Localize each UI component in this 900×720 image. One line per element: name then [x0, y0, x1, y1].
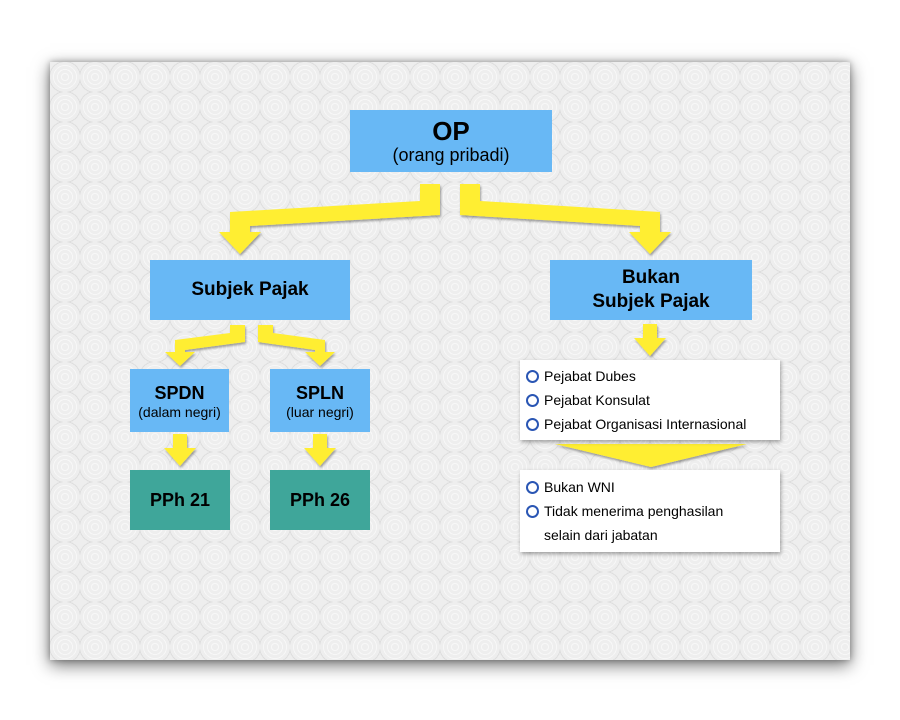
list-item-text: Pejabat Organisasi Internasional	[544, 416, 747, 432]
arrow-subjek-to-spln-icon	[258, 325, 335, 366]
spdn-title: SPDN	[154, 382, 205, 403]
list-item-text: Pejabat Konsulat	[544, 392, 650, 408]
pph21-box: PPh 21	[130, 470, 230, 530]
list-item-text: Tidak menerima penghasilan	[544, 503, 724, 519]
arrow-op-to-bukan-icon	[460, 184, 671, 254]
list-item: Pejabat Organisasi Internasional	[526, 412, 780, 436]
arrow-bukan-to-list-icon	[634, 324, 666, 356]
arrow-list-to-list-icon	[555, 444, 747, 467]
bukan-subjek-pajak-line2: Subjek Pajak	[592, 291, 710, 312]
circle-outline-bullet-icon	[526, 417, 539, 431]
circle-outline-bullet-icon	[526, 480, 539, 494]
pph21-title: PPh 21	[149, 489, 211, 510]
spln-subtitle: (luar negri)	[286, 403, 354, 420]
list-item-text: selain dari jabatan	[544, 527, 658, 543]
spln-box: SPLN (luar negri)	[270, 369, 370, 432]
bukan-subjek-pajak-line1: Bukan	[621, 267, 681, 288]
syarat-list: Bukan WNI Tidak menerima penghasilan sel…	[520, 470, 780, 552]
connector-arrows	[164, 184, 747, 467]
list-item-text: Pejabat Dubes	[544, 368, 636, 384]
arrow-op-to-subjek-icon	[219, 184, 440, 254]
spdn-subtitle: (dalam negri)	[138, 403, 221, 420]
arrow-spdn-to-pph21-icon	[164, 434, 196, 466]
list-item-continuation: selain dari jabatan	[526, 523, 780, 547]
circle-outline-bullet-icon	[526, 504, 539, 518]
spdn-box: SPDN (dalam negri)	[130, 369, 229, 432]
pejabat-list: Pejabat Dubes Pejabat Konsulat Pejabat O…	[520, 360, 780, 440]
subjek-pajak-title: Subjek Pajak	[191, 279, 309, 300]
pph26-box: PPh 26	[270, 470, 370, 530]
list-item: Bukan WNI	[526, 475, 780, 499]
list-item-text: Bukan WNI	[544, 479, 615, 495]
circle-outline-bullet-icon	[526, 393, 539, 407]
op-subtitle: (orang pribadi)	[392, 145, 510, 165]
arrow-spln-to-pph26-icon	[304, 434, 336, 466]
op-box: OP (orang pribadi)	[350, 110, 552, 172]
bukan-subjek-pajak-box: Bukan Subjek Pajak	[550, 260, 752, 320]
diagram-slide: OP (orang pribadi) Subjek Pajak Bukan Su…	[50, 62, 850, 660]
op-title: OP	[432, 116, 470, 146]
subjek-pajak-box: Subjek Pajak	[150, 260, 350, 320]
list-item: Pejabat Dubes	[526, 364, 780, 388]
pph26-title: PPh 26	[289, 489, 351, 510]
circle-outline-bullet-icon	[526, 369, 539, 383]
list-item: Pejabat Konsulat	[526, 388, 780, 412]
arrow-subjek-to-spdn-icon	[165, 325, 245, 366]
list-item: Tidak menerima penghasilan	[526, 499, 780, 523]
spln-title: SPLN	[295, 382, 344, 403]
